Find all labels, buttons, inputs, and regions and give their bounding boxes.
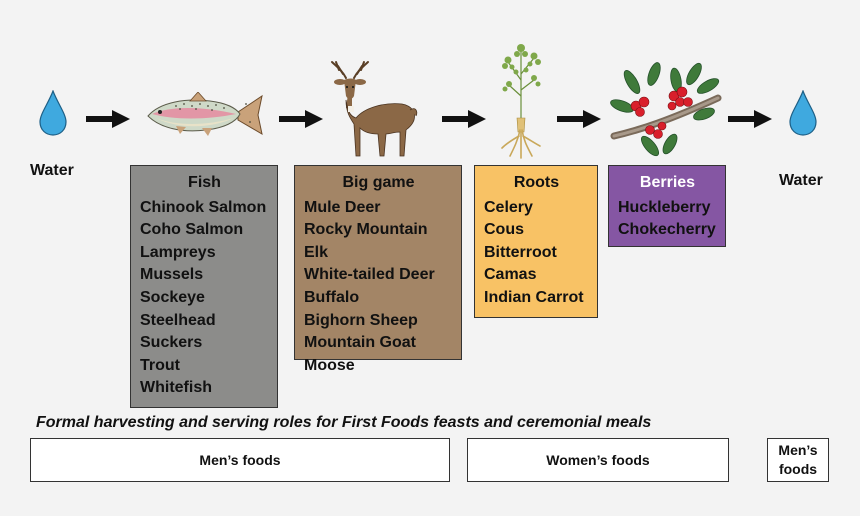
list-item: Celery — [484, 198, 533, 216]
list-item: Mussels — [140, 266, 204, 284]
list-item: Huckleberry — [618, 198, 711, 216]
roles-caption: Formal harvesting and serving roles for … — [36, 414, 652, 431]
list-item: Lampreys — [140, 243, 216, 261]
list-item: Trout — [140, 356, 180, 374]
arrow-right-icon — [86, 110, 130, 128]
berry-branch-icon — [610, 62, 722, 158]
arrow-right-icon — [557, 110, 601, 128]
fish-box: Fish Chinook Salmon Coho Salmon Lampreys… — [130, 165, 278, 408]
list-item: Coho Salmon — [140, 221, 244, 239]
list-item: Cous — [484, 221, 524, 239]
end-water-label: Water — [779, 172, 823, 189]
water-drop-icon — [38, 90, 68, 136]
berries-box-title: Berries — [639, 174, 696, 191]
list-item: Mountain Goat — [304, 334, 416, 352]
list-item: Indian Carrot — [484, 288, 584, 306]
list-item: Sockeye — [140, 288, 205, 306]
fish-icon — [146, 92, 264, 138]
start-water-label: Water — [30, 162, 74, 179]
list-item: Camas — [484, 266, 537, 284]
berries-box: Berries Huckleberry Chokecherry — [608, 165, 726, 247]
mens-foods-end-label: Men’s foods — [778, 442, 818, 477]
roots-box: Roots Celery Cous Bitterroot Camas India… — [474, 165, 598, 318]
root-plant-icon — [496, 40, 546, 160]
water-drop-icon — [788, 90, 818, 136]
deer-icon — [324, 60, 420, 158]
list-item: Rocky Mountain Elk — [304, 221, 428, 261]
list-item: Chinook Salmon — [140, 198, 267, 216]
big-game-box-title: Big game — [342, 174, 415, 191]
big-game-box: Big game Mule Deer Rocky Mountain Elk Wh… — [294, 165, 462, 374]
arrow-right-icon — [728, 110, 772, 128]
list-item: Suckers — [140, 334, 203, 352]
list-item: Steelhead — [140, 311, 216, 329]
roots-box-title: Roots — [513, 174, 560, 191]
list-item: Mule Deer — [304, 198, 381, 216]
mens-foods-end-box: Men’s foods — [767, 438, 829, 482]
womens-foods-label: Women’s foods — [546, 452, 650, 468]
mens-foods-box: Men’s foods — [30, 438, 450, 482]
list-item: Bitterroot — [484, 243, 557, 261]
fish-box-title: Fish — [188, 174, 221, 191]
list-item: White-tailed Deer — [304, 266, 435, 284]
womens-foods-box: Women’s foods — [467, 438, 729, 482]
arrow-right-icon — [279, 110, 323, 128]
arrow-right-icon — [442, 110, 486, 128]
list-item: Chokecherry — [618, 221, 716, 239]
list-item: Buffalo — [304, 288, 360, 306]
list-item: Whitefish — [140, 379, 212, 397]
list-item: Bighorn Sheep — [304, 311, 418, 329]
mens-foods-label: Men’s foods — [199, 452, 281, 468]
list-item: Moose — [304, 356, 355, 374]
